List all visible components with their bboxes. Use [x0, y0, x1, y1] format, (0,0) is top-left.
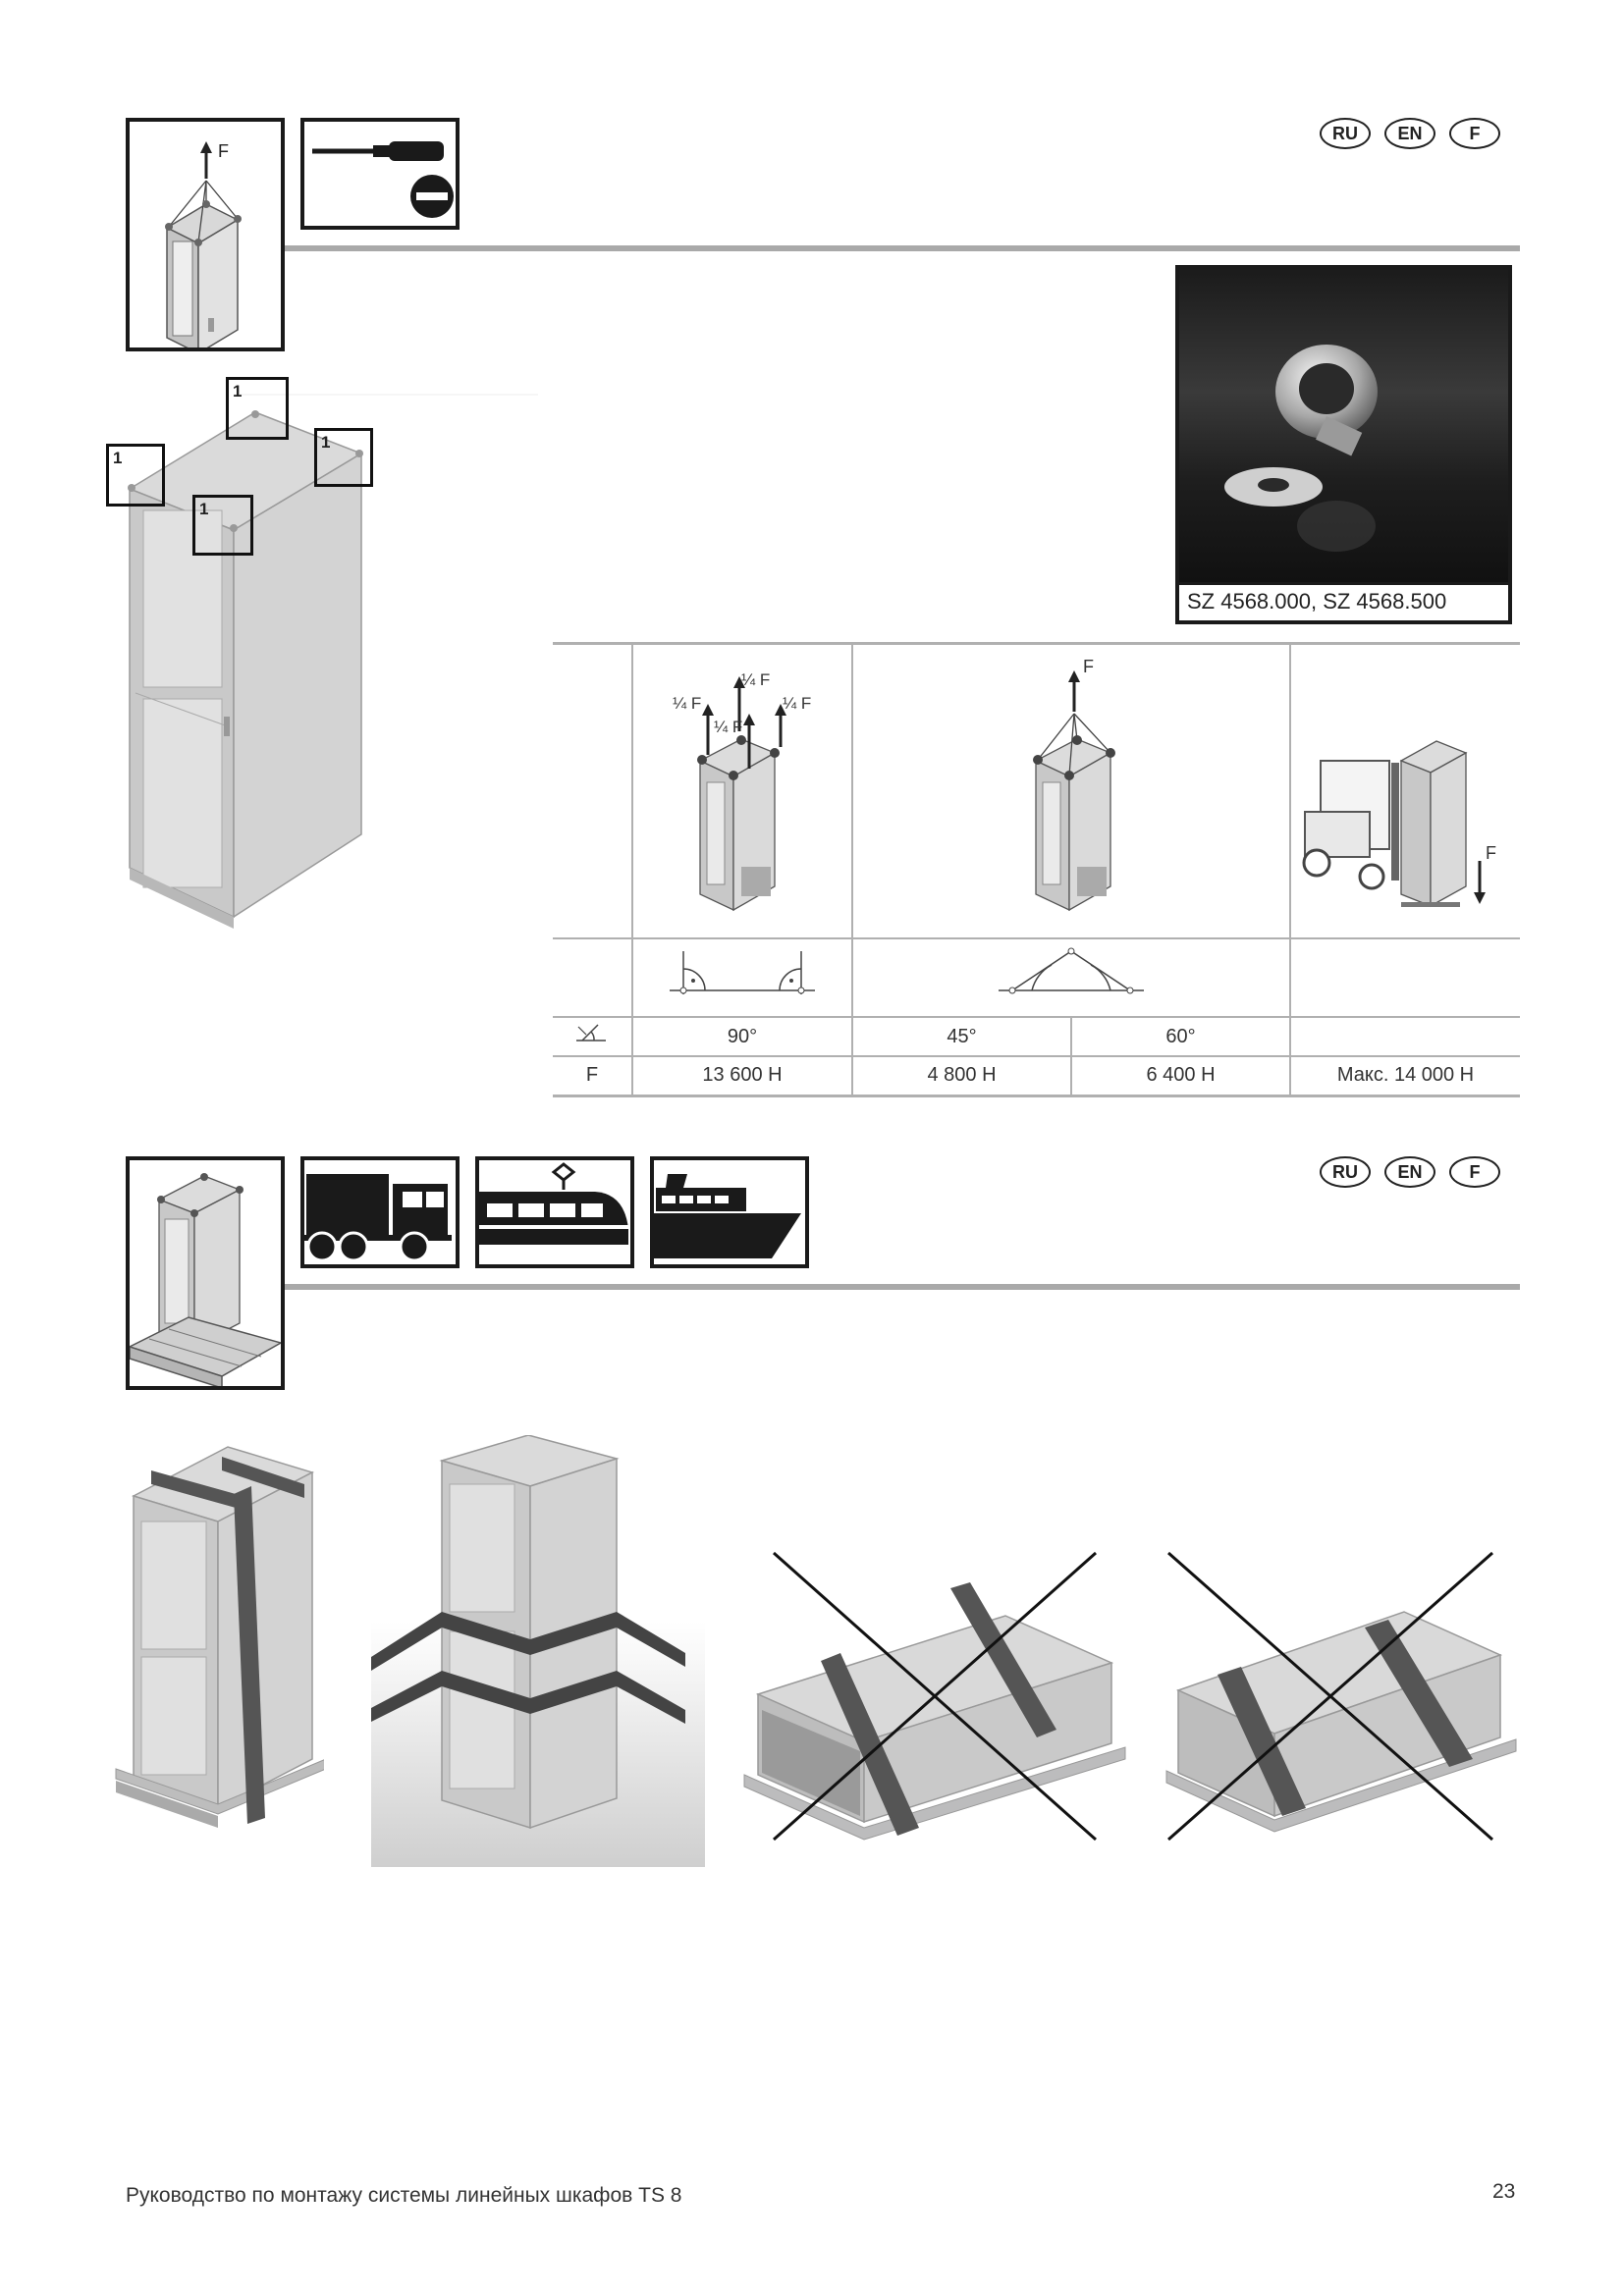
- quarter-force-label-1: ¼ F: [673, 694, 702, 713]
- table-cell-empty: [553, 937, 633, 1018]
- force-value-3: 6 400 H: [1070, 1055, 1291, 1097]
- train-transport-icon: [475, 1156, 634, 1268]
- incorrect-horizontal-transport-1: [723, 1435, 1164, 1867]
- crane-lift-diagram: F: [851, 642, 1291, 939]
- lifting-load-table: ¼ F ¼ F ¼ F ¼ F F: [553, 642, 1520, 1097]
- force-row-label: F: [553, 1055, 633, 1097]
- product-caption: SZ 4568.000, SZ 4568.500: [1179, 582, 1508, 620]
- table-cell-empty: [553, 642, 633, 939]
- lifting-thumbnail: F: [126, 118, 285, 355]
- angled-sling-diagram: [851, 937, 1291, 1018]
- angle-value-60: 60°: [1070, 1016, 1291, 1057]
- forklift-diagram: F: [1289, 642, 1520, 939]
- table-cell-empty: [1289, 937, 1520, 1018]
- full-force-label: F: [1083, 657, 1094, 676]
- footer-title: Руководство по монтажу системы линейных …: [126, 2184, 682, 2207]
- callout-box-1: 1: [226, 377, 289, 440]
- angle-symbol-icon: [553, 1016, 633, 1057]
- vertical-sling-angle-diagram: [631, 937, 853, 1018]
- section-divider-2: [285, 1284, 1520, 1290]
- section-divider-1: [285, 245, 1520, 251]
- eye-bolt-photo: SZ 4568.000, SZ 4568.500: [1175, 265, 1512, 624]
- incorrect-horizontal-transport-2: [1159, 1435, 1532, 1867]
- table-cell-empty: [1289, 1016, 1520, 1057]
- lang-en[interactable]: EN: [1384, 118, 1435, 149]
- screwdriver-tool-icon: [300, 118, 460, 230]
- four-point-lift-diagram: ¼ F ¼ F ¼ F ¼ F: [631, 642, 853, 939]
- lang-ru[interactable]: RU: [1320, 1156, 1371, 1188]
- quarter-force-label-3: ¼ F: [714, 718, 743, 736]
- strapped-upright-cabinet-illustration: [108, 1435, 327, 1828]
- angle-value-90: 90°: [631, 1016, 853, 1057]
- callout-box-2: 1: [314, 428, 373, 487]
- quarter-force-label-4: ¼ F: [783, 694, 812, 713]
- page-number: 23: [1492, 2180, 1516, 2203]
- forklift-force-label: F: [1486, 843, 1496, 863]
- force-value-1: 13 600 H: [631, 1055, 853, 1097]
- angle-value-45: 45°: [851, 1016, 1072, 1057]
- pallet-thumbnail: [126, 1156, 285, 1390]
- lang-f[interactable]: F: [1449, 1156, 1500, 1188]
- cabinet-illustration: [106, 373, 548, 945]
- ship-transport-icon: [650, 1156, 809, 1268]
- quarter-force-label-2: ¼ F: [741, 670, 771, 689]
- lang-en[interactable]: EN: [1384, 1156, 1435, 1188]
- force-label: F: [218, 141, 229, 161]
- force-value-2: 4 800 H: [851, 1055, 1072, 1097]
- language-selector-1: RU EN F: [1320, 118, 1500, 149]
- callout-box-4: 1: [192, 495, 253, 556]
- strapped-to-wall-cabinet-illustration: [371, 1434, 705, 1867]
- language-selector-2: RU EN F: [1320, 1156, 1500, 1188]
- callout-box-3: 1: [106, 444, 165, 507]
- force-value-4: Макс. 14 000 H: [1289, 1055, 1520, 1097]
- lang-f[interactable]: F: [1449, 118, 1500, 149]
- lang-ru[interactable]: RU: [1320, 118, 1371, 149]
- truck-transport-icon: [300, 1156, 460, 1268]
